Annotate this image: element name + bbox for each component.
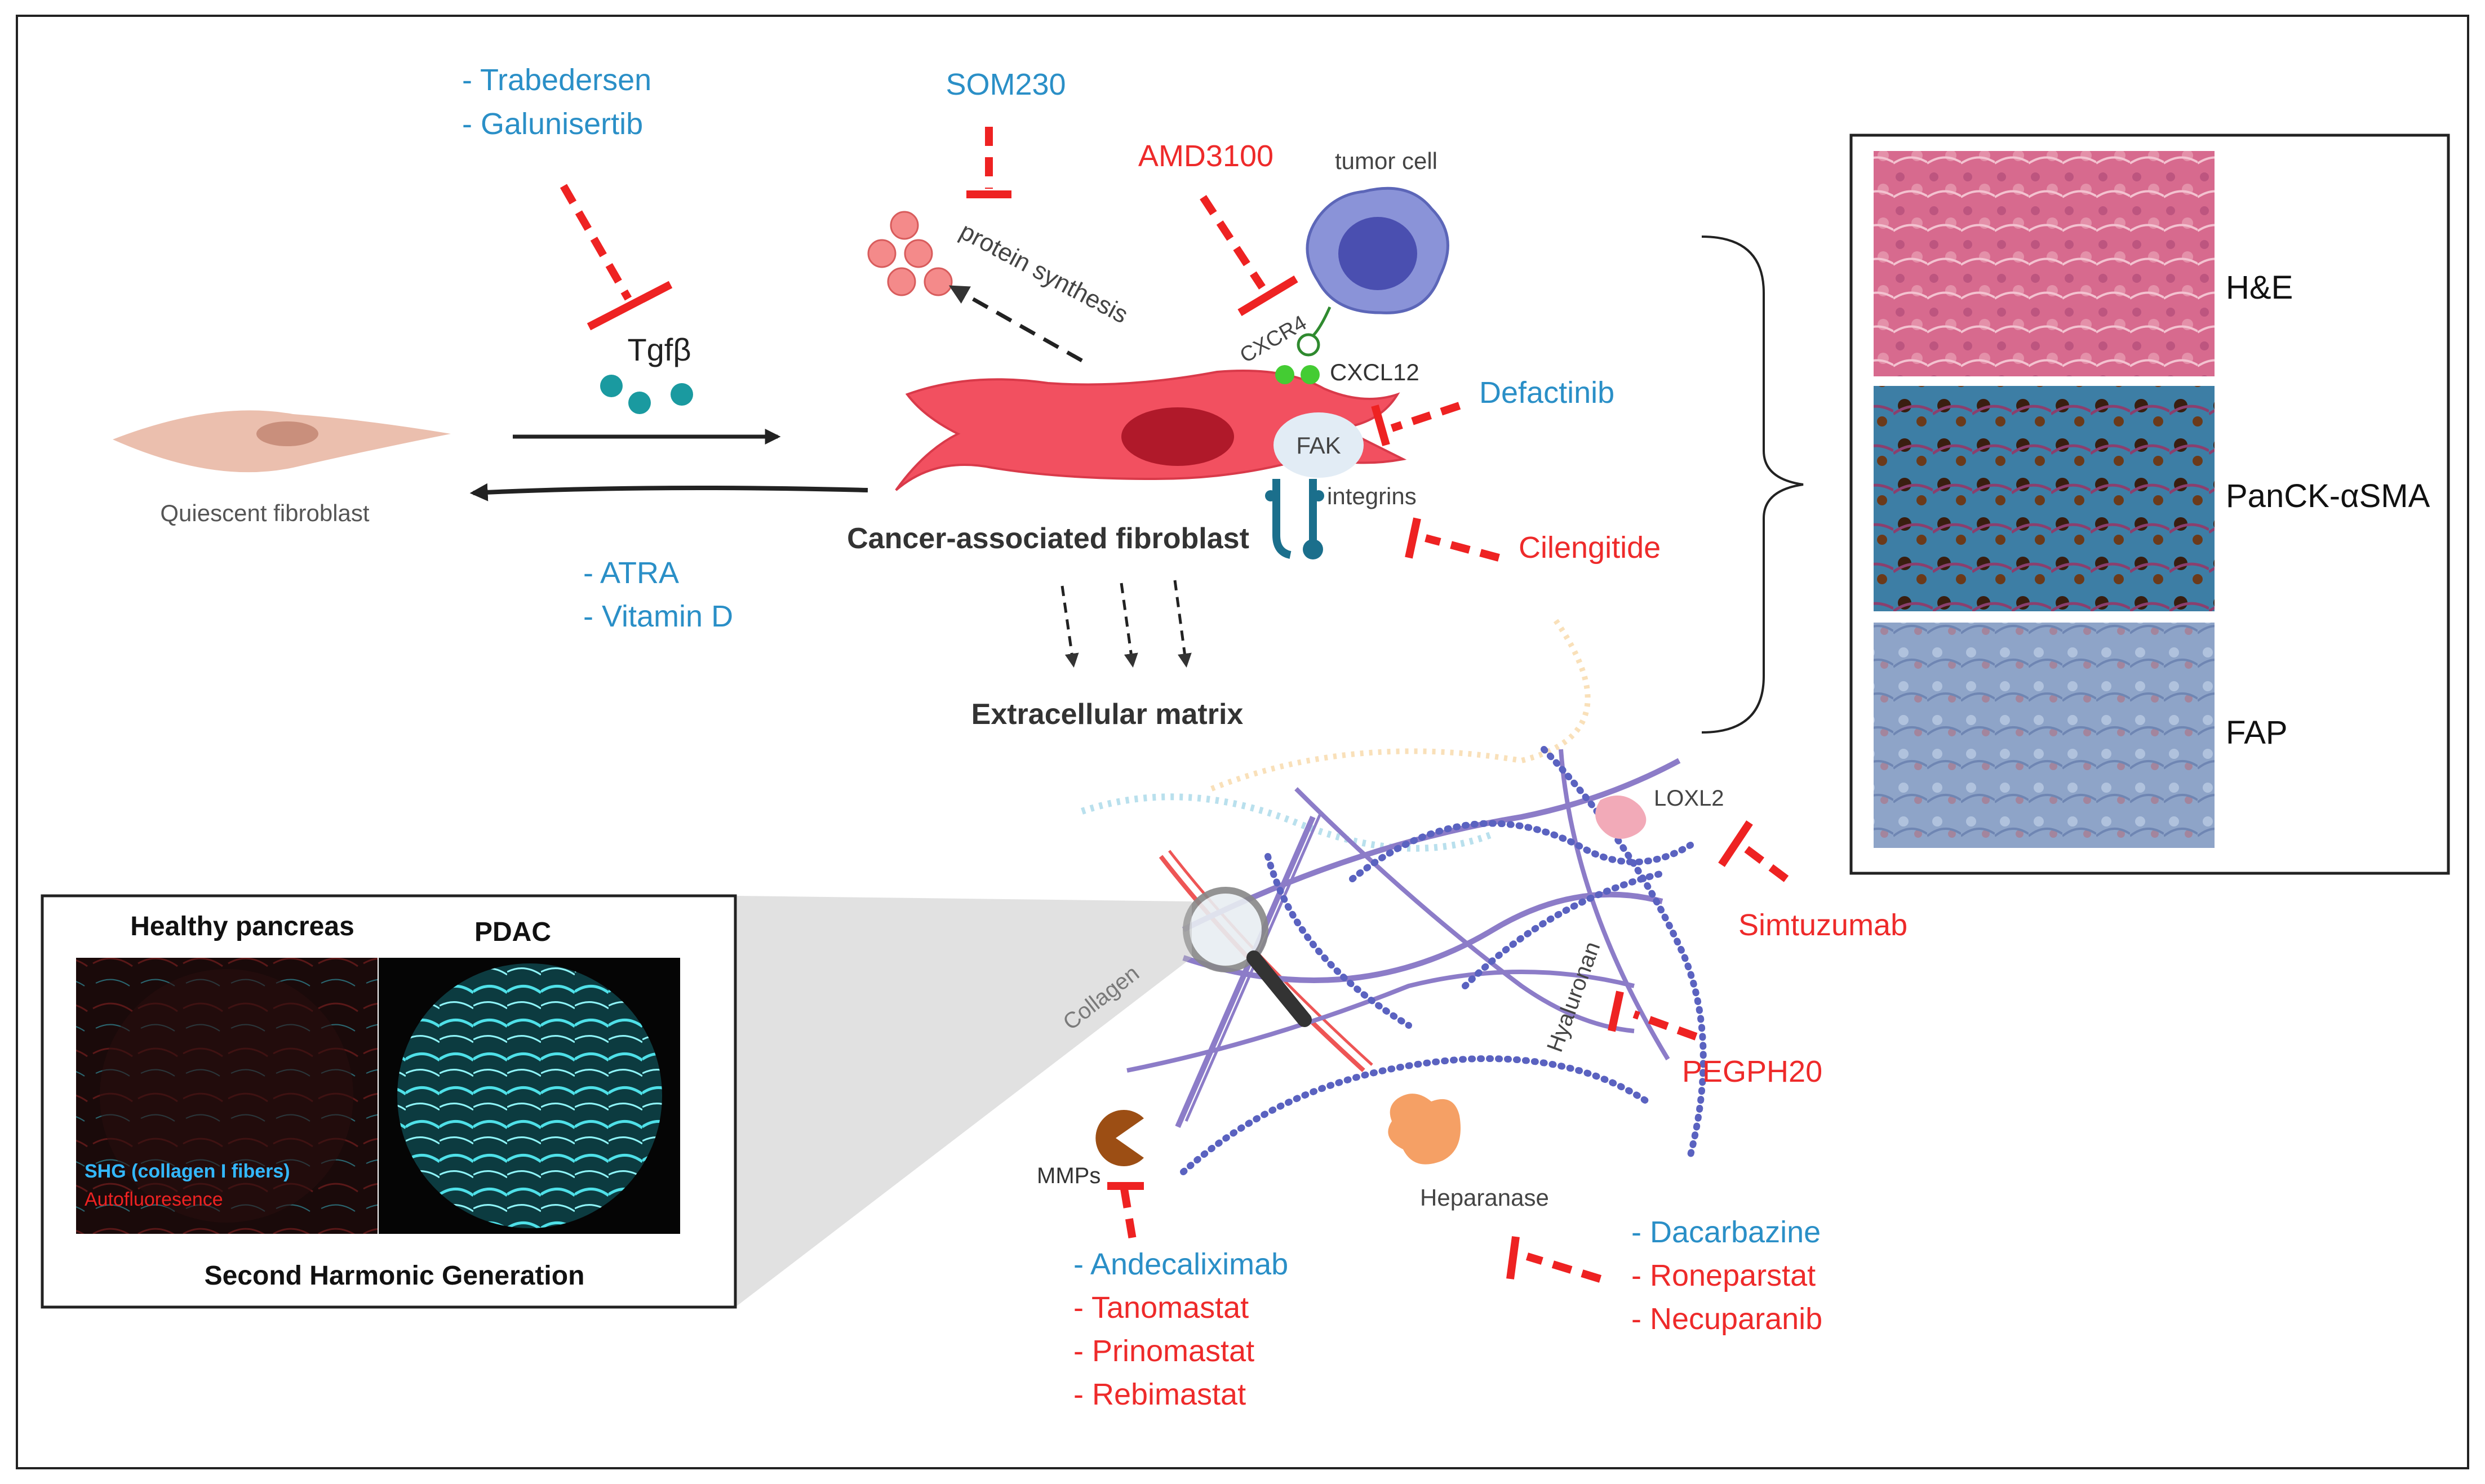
- healthy-pancreas-title: Healthy pancreas: [130, 912, 354, 941]
- ecm-network: [1081, 618, 1707, 1175]
- cilengitide-label: Cilengitide: [1519, 531, 1661, 565]
- caf-cell: [895, 370, 1407, 491]
- cilengitide-inhibition-line: [1425, 534, 1500, 562]
- pdac-shg-image: [397, 963, 662, 1228]
- trabedersen-label: - Trabedersen: [462, 63, 651, 97]
- tgfb-inhibition-line: [560, 184, 632, 301]
- integrins-icon: [1265, 479, 1324, 559]
- mmp-inhibition-line: [1120, 1188, 1137, 1241]
- andecaliximab-label: - Andecaliximab: [1073, 1247, 1288, 1281]
- necuparanib-label: - Necuparanib: [1631, 1302, 1822, 1336]
- fak-label: FAK: [1296, 432, 1341, 459]
- simtuzumab-inhibition-line: [1738, 842, 1789, 882]
- reversion-arrow: [469, 483, 868, 501]
- amd3100-label: AMD3100: [1138, 139, 1273, 173]
- prinomastat-label: - Prinomastat: [1073, 1334, 1254, 1368]
- rebimastat-label: - Rebimastat: [1073, 1378, 1246, 1411]
- magnifier-icon: [1183, 887, 1312, 1027]
- heparanase-inhibition-line: [1525, 1252, 1602, 1283]
- zoom-cone: [735, 896, 1192, 1307]
- tanomastat-label: - Tanomastat: [1073, 1291, 1249, 1325]
- amd3100-inhibition-bar: [1237, 275, 1298, 317]
- shg-caption: Second Harmonic Generation: [205, 1261, 585, 1291]
- caf-label: Cancer-associated fibroblast: [847, 522, 1249, 555]
- quiescent-fibroblast: [113, 410, 451, 473]
- heparanase-inhibition-bar: [1506, 1236, 1520, 1279]
- protein-spheres: [867, 211, 953, 296]
- simtuzumab-inhibition-bar: [1718, 820, 1753, 867]
- vitamin-d-label: - Vitamin D: [583, 599, 733, 633]
- autofluorescence-legend-label: Autofluoresence: [85, 1189, 223, 1210]
- simtuzumab-label: Simtuzumab: [1738, 908, 1907, 942]
- cilengitide-inhibition-bar: [1405, 517, 1421, 559]
- fap-stain-label: FAP: [2226, 714, 2288, 751]
- tgfb-inhibition-bar: [587, 281, 673, 331]
- heparanase-icon: [1388, 1094, 1461, 1165]
- dacarbazine-label: - Dacarbazine: [1631, 1215, 1821, 1249]
- pegph20-inhibition-line: [1632, 1010, 1698, 1041]
- shg-legend-label: SHG (collagen I fibers): [85, 1161, 290, 1182]
- tgfb-molecules: [600, 375, 693, 414]
- panck-stain-label: PanCK-αSMA: [2226, 478, 2430, 514]
- protein-synthesis-arrow: [948, 285, 1083, 363]
- defactinib-inhibition-line: [1390, 402, 1461, 432]
- loxl2-icon: [1595, 796, 1647, 839]
- roneparstat-label: - Roneparstat: [1631, 1259, 1816, 1292]
- heparanase-label: Heparanase: [1420, 1184, 1549, 1211]
- stain-bracket: [1701, 236, 1804, 734]
- quiescent-fibroblast-label: Quiescent fibroblast: [160, 500, 370, 526]
- integrins-label: integrins: [1327, 483, 1417, 509]
- pegph20-label: PEGPH20: [1682, 1055, 1822, 1088]
- tumor-cell: [1297, 186, 1449, 357]
- defactinib-inhibition-bar: [1371, 405, 1390, 446]
- cxcl12-label: CXCL12: [1330, 359, 1419, 385]
- healthy-shg-core: [100, 969, 353, 1223]
- mmps-label: MMPs: [1037, 1163, 1100, 1188]
- tgfb-label: Tgfβ: [627, 332, 691, 367]
- ecm-arrows: [1060, 580, 1192, 668]
- mmp-pacman-icon: [1095, 1110, 1144, 1167]
- cxcl12-molecules: [1275, 365, 1320, 384]
- pegph20-inhibition-bar: [1608, 990, 1624, 1032]
- ecm-label: Extracellular matrix: [971, 698, 1244, 731]
- amd3100-inhibition-line: [1200, 195, 1266, 290]
- defactinib-label: Defactinib: [1479, 376, 1614, 410]
- galunisertib-label: - Galunisertib: [462, 107, 643, 141]
- tumor-cell-label: tumor cell: [1335, 148, 1437, 174]
- fak-bubble: [1273, 412, 1364, 478]
- loxl2-label: LOXL2: [1654, 786, 1724, 811]
- he-stain-image: [1874, 151, 2215, 376]
- he-stain-label: H&E: [2226, 269, 2293, 306]
- atra-label: - ATRA: [583, 556, 679, 590]
- pdac-title: PDAC: [474, 917, 551, 947]
- panck-stain-image: [1874, 386, 2215, 611]
- som230-label: SOM230: [946, 68, 1066, 101]
- fap-stain-image: [1874, 623, 2215, 848]
